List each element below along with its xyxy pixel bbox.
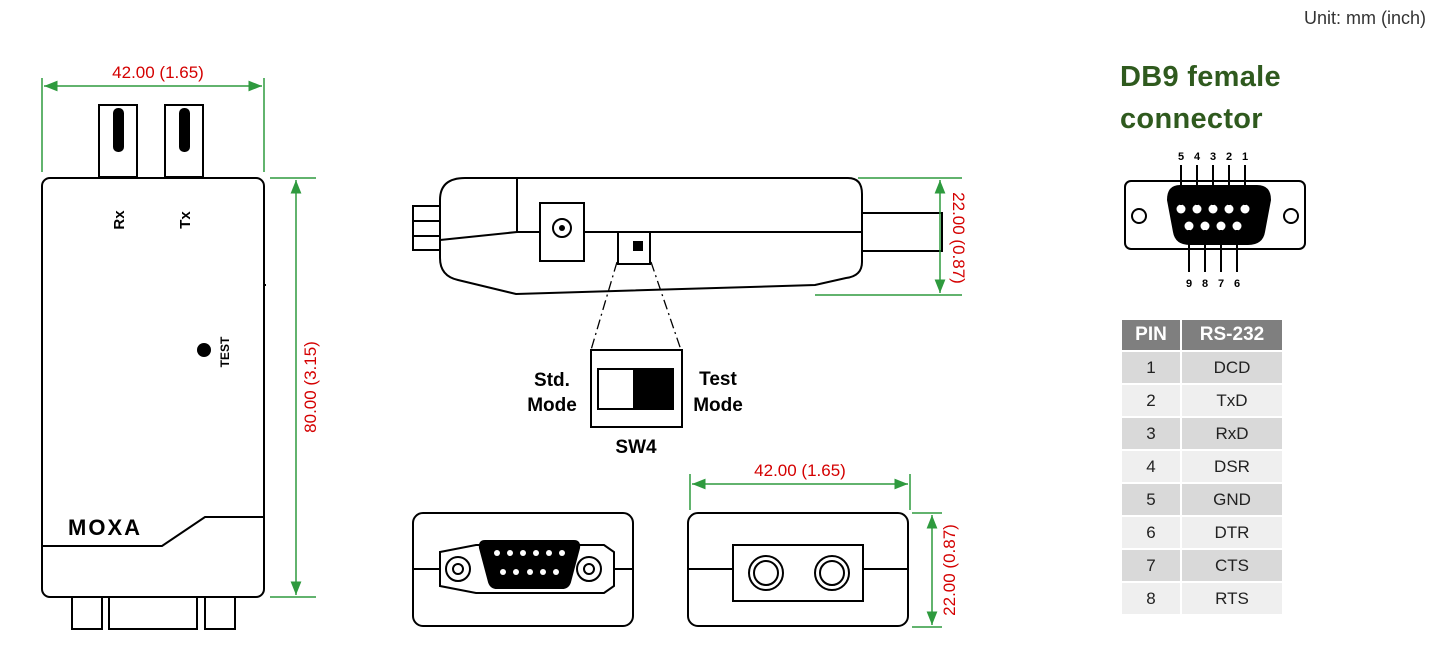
pin-cell: 4	[1120, 449, 1182, 484]
db9-end-pins	[494, 550, 565, 575]
tx-label: Tx	[177, 211, 194, 229]
signal-cell: RTS	[1180, 581, 1284, 616]
signal-cell: RxD	[1180, 416, 1284, 451]
pin-label-2: 2	[1226, 151, 1232, 163]
signal-cell: TxD	[1180, 383, 1284, 418]
pin-label-1: 1	[1242, 151, 1248, 163]
pin-label-3: 3	[1210, 151, 1216, 163]
signal-cell: GND	[1180, 482, 1284, 517]
top-view	[41, 104, 266, 630]
signal-cell: DTR	[1180, 515, 1284, 550]
top-width-dimension: 42.00 (1.65)	[112, 63, 204, 82]
pin-cell: 2	[1120, 383, 1182, 418]
db9-pinout-diagram	[1124, 180, 1306, 250]
pin-label-9: 9	[1186, 278, 1192, 290]
connector-title: DB9 female connector	[1120, 56, 1380, 140]
rx-label: Rx	[111, 210, 128, 230]
pin-cell: 8	[1120, 581, 1182, 616]
pin-cell: 5	[1120, 482, 1182, 517]
pin-cell: 1	[1120, 350, 1182, 385]
std-mode-label-1: Std.	[534, 370, 570, 391]
test-button-icon	[197, 343, 211, 357]
sw4-switch-detail	[590, 349, 683, 428]
pin-cell: 3	[1120, 416, 1182, 451]
connector-title-line1: DB9 female	[1120, 61, 1281, 93]
signal-cell: CTS	[1180, 548, 1284, 583]
column-header-rs232: RS-232	[1180, 320, 1284, 351]
signal-cell: DCD	[1180, 350, 1284, 385]
db9-end-view	[412, 512, 634, 627]
side-height-dimension: 22.00 (0.87)	[949, 192, 968, 284]
unit-label: Unit: mm (inch)	[1303, 8, 1426, 28]
pin-label-4: 4	[1194, 151, 1201, 163]
side-view	[412, 177, 943, 296]
test-label: TEST	[218, 336, 232, 367]
pin-label-8: 8	[1202, 278, 1208, 290]
test-mode-label-1: Test	[699, 369, 737, 390]
end-height-dimension: 22.00 (0.87)	[940, 524, 959, 616]
pin-cell: 6	[1120, 515, 1182, 550]
pin-cell: 7	[1120, 548, 1182, 583]
pin-label-5: 5	[1178, 151, 1184, 163]
connector-title-line2: connector	[1120, 103, 1263, 135]
std-mode-label-2: Mode	[527, 395, 577, 416]
sw4-label: SW4	[615, 437, 657, 458]
test-mode-label-2: Mode	[693, 395, 743, 416]
table-header-row: PIN RS-232	[1120, 320, 1284, 351]
top-height-dimension: 80.00 (3.15)	[301, 341, 320, 433]
signal-cell: DSR	[1180, 449, 1284, 484]
end-width-dimension: 42.00 (1.65)	[754, 461, 846, 480]
pin-label-7: 7	[1218, 278, 1224, 290]
pin-label-6: 6	[1234, 278, 1240, 290]
fiber-end-view	[687, 512, 909, 627]
column-header-pin: PIN	[1120, 320, 1182, 351]
moxa-logo: MOXA	[68, 515, 142, 540]
